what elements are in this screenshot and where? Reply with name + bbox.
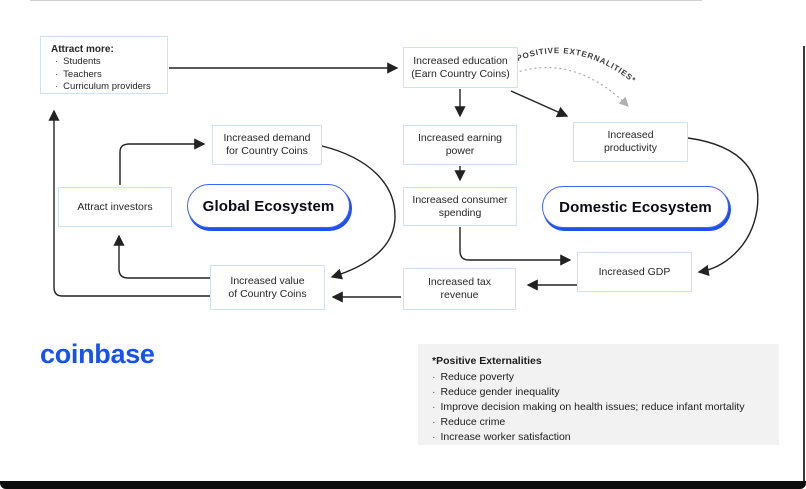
frame-right-edge [803, 46, 805, 482]
panel-item: ·Reduce gender inequality [432, 386, 560, 398]
node-increased-productivity: Increased productivity [573, 122, 688, 162]
arrow-education-to-productivity [510, 90, 569, 118]
arrow-consumer-spending-to-gdp [459, 227, 572, 266]
frame-bottom-edge [0, 481, 806, 489]
bullet-glyph: · [55, 81, 59, 92]
panel-item: ·Increase worker satisfaction [432, 431, 571, 443]
bullet-glyph: · [432, 401, 436, 413]
node-increased-gdp: Increased GDP [577, 252, 692, 292]
bullet-glyph: · [432, 386, 436, 398]
node-increased-earning-power: Increased earning power [403, 125, 517, 165]
bullet-glyph: · [55, 68, 59, 80]
positive-externalities-panel: *Positive Externalities ·Reduce poverty … [418, 344, 779, 445]
node-increased-tax-revenue: Increased tax revenue [403, 268, 516, 310]
node-increased-consumer-spending: Increased consumer spending [403, 187, 517, 226]
node-increased-value: Increased value of Country Coins [210, 265, 325, 310]
node-increased-demand: Increased demand for Country Coins [212, 125, 322, 165]
attract-more-item: ·Teachers [55, 68, 102, 80]
attract-more-item: ·Students [55, 56, 101, 67]
node-attract-more-title: Attract more: [51, 44, 114, 55]
bullet-glyph: · [432, 431, 436, 443]
attract-more-item: ·Curriculum providers [55, 81, 151, 92]
bullet-glyph: · [432, 371, 436, 383]
panel-item: ·Reduce crime [432, 416, 506, 428]
node-increased-education: Increased education (Earn Country Coins) [403, 47, 518, 88]
arrow-value-to-investors [113, 234, 210, 279]
bullet-glyph: · [55, 56, 59, 67]
coinbase-logo: coinbase [40, 339, 155, 369]
panel-item: ·Improve decision making on health issue… [432, 401, 745, 413]
positive-externalities-dotted-arrow [514, 67, 629, 107]
panel-item: ·Reduce poverty [432, 371, 515, 383]
frame-top-edge [30, 0, 702, 1]
externalities-arc-label: POSITIVE EXTERNALITIES* [515, 46, 637, 85]
domestic-ecosystem-pill: Domestic Ecosystem [542, 186, 729, 228]
arrow-investors-to-demand [119, 138, 206, 185]
panel-title: *Positive Externalities [432, 355, 542, 367]
global-ecosystem-pill: Global Ecosystem [187, 184, 350, 228]
node-attract-more: Attract more: ·Students ·Teachers ·Curri… [40, 36, 168, 94]
node-attract-investors: Attract investors [58, 187, 172, 227]
bullet-glyph: · [432, 416, 436, 428]
